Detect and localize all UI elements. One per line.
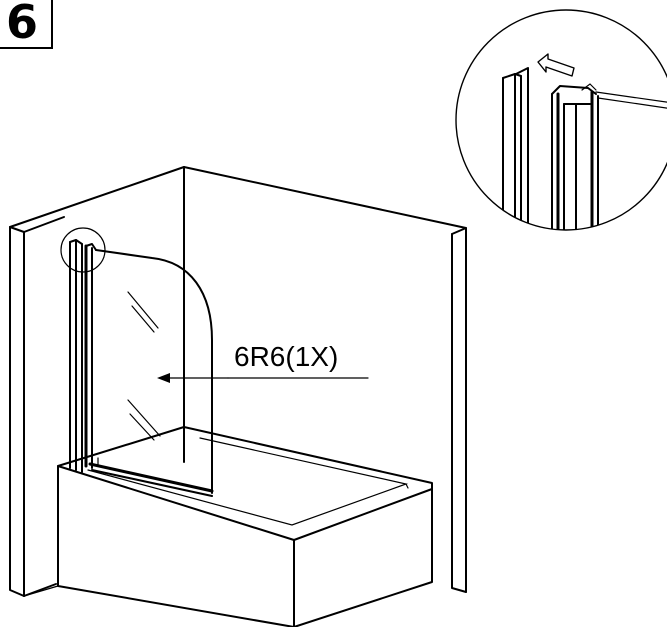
step-number-box: 6	[0, 0, 53, 49]
glass-panel	[84, 243, 214, 497]
bathroom-walls	[9, 166, 467, 597]
magnified-detail	[455, 9, 667, 231]
detail-marker-circle	[60, 227, 106, 273]
leader-arrowhead-icon	[157, 373, 170, 383]
part-label: 6R6(1X)	[234, 341, 338, 372]
wall-profile	[69, 239, 83, 473]
part-callout: 6R6(1X)	[157, 341, 369, 383]
step-number: 6	[6, 0, 38, 49]
bathtub	[23, 426, 433, 627]
insert-direction-arrow-icon	[537, 53, 575, 77]
